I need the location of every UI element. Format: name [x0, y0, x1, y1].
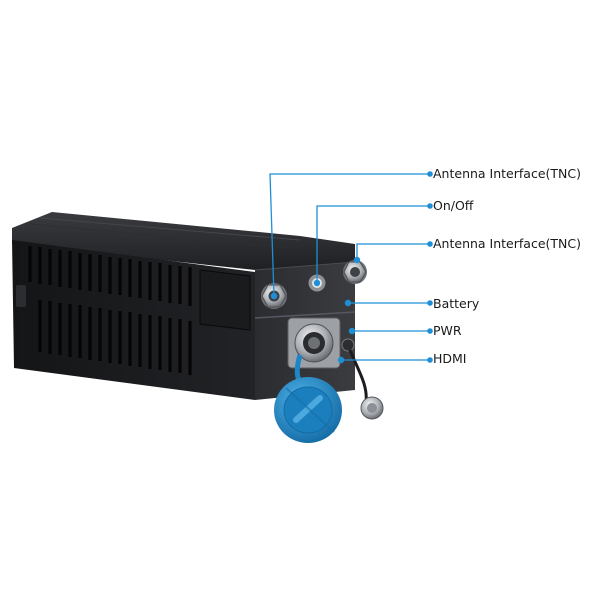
side-latch: [16, 285, 26, 307]
tnc-antenna-connector-2: [343, 260, 367, 284]
label-antenna-interface-2: Antenna Interface(TNC): [433, 236, 581, 251]
label-on-off: On/Off: [433, 198, 474, 213]
callout-dots: [270, 171, 433, 364]
dot-antenna-2-start: [353, 256, 361, 264]
dot-pwr-end: [427, 328, 433, 334]
label-battery: Battery: [433, 296, 480, 311]
pwr-hdmi-connector: [287, 317, 355, 369]
leader-antenna-2: [356, 243, 430, 260]
dot-antenna-1-end: [427, 171, 433, 177]
callout-leaders: [269, 173, 430, 361]
leader-antenna-1: [269, 173, 430, 297]
dot-pwr-start: [348, 327, 356, 335]
dot-on-off-end: [427, 203, 433, 209]
device-top-face: [12, 212, 355, 270]
label-hdmi: HDMI: [433, 351, 467, 366]
dot-battery-end: [427, 300, 433, 306]
dot-antenna-2-end: [427, 241, 433, 247]
dot-hdmi-end: [427, 357, 433, 363]
blue-dust-cap: [274, 354, 342, 443]
device-front-face: [12, 240, 255, 400]
cable-tether: [348, 349, 384, 420]
vent-slots: [28, 246, 192, 375]
label-pwr: PWR: [433, 323, 462, 338]
dot-battery-start: [344, 299, 352, 307]
leader-on-off: [316, 205, 430, 283]
dot-antenna-1-start: [270, 292, 278, 300]
label-antenna-interface-1: Antenna Interface(TNC): [433, 166, 581, 181]
dot-hdmi-start: [337, 356, 345, 364]
dot-on-off-start: [313, 279, 321, 287]
